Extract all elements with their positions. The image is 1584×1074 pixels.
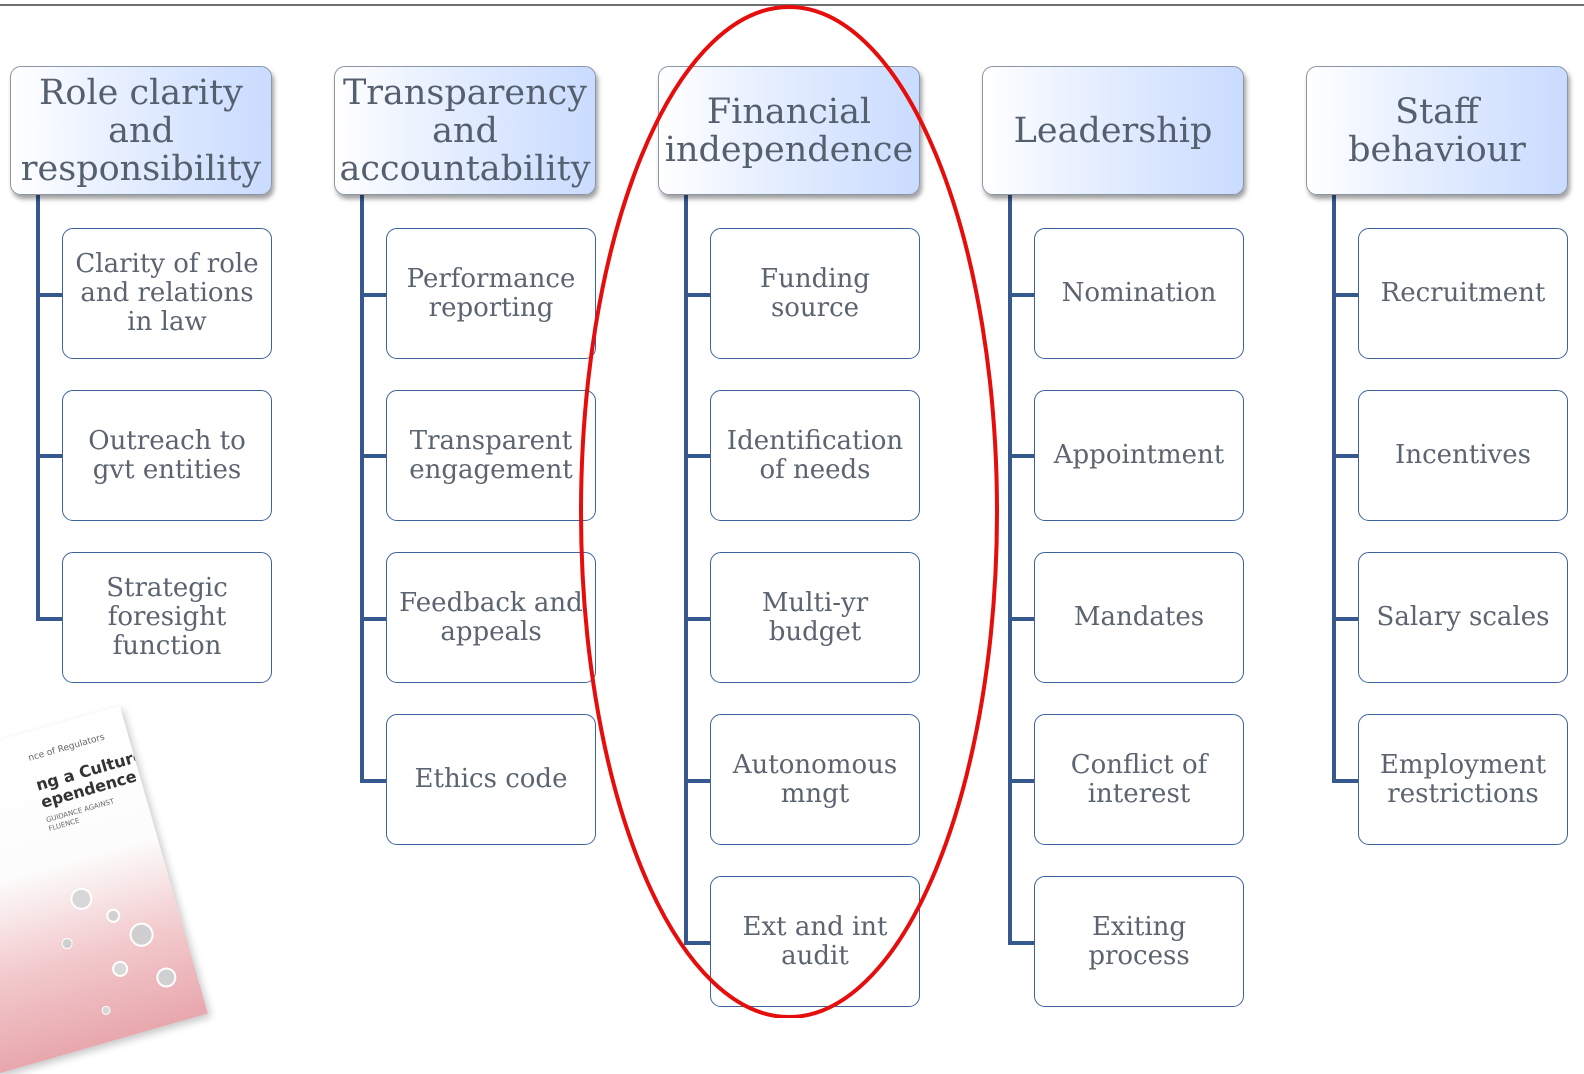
item-clarity-of-role: Clarity of role and relations in law (62, 228, 272, 359)
item-connector (684, 941, 711, 945)
item-label: Conflict of interest (1070, 749, 1208, 809)
category-staff-behaviour-header: Staff behaviour (1306, 66, 1568, 195)
item-connector (36, 293, 63, 297)
item-outreach: Outreach to gvt entities (62, 390, 272, 521)
item-connector (684, 617, 711, 621)
item-connector (1008, 779, 1035, 783)
item-connector (36, 617, 63, 621)
item-connector (360, 779, 387, 783)
item-strategic-foresight: Strategic foresight function (62, 552, 272, 683)
item-label: Employment restrictions (1379, 749, 1547, 809)
item-label: Exiting process (1088, 911, 1190, 971)
top-divider (0, 4, 1584, 6)
item-label: Strategic foresight function (106, 573, 228, 661)
item-label: Appointment (1053, 440, 1225, 470)
item-performance-reporting: Performance reporting (386, 228, 596, 359)
category-connector-vertical (360, 193, 364, 783)
item-connector (36, 454, 63, 458)
report-cover-artwork: nce of Regulators ng a Culture ependence… (27, 732, 177, 1015)
category-title: Financial independence (664, 91, 914, 170)
item-exiting-process: Exiting process (1034, 876, 1244, 1007)
item-connector (1332, 293, 1359, 297)
item-connector (1008, 941, 1035, 945)
item-appointment: Appointment (1034, 390, 1244, 521)
item-label: Recruitment (1380, 278, 1546, 308)
category-transparency-header: Transparency and accountability (334, 66, 596, 195)
item-label: Incentives (1395, 440, 1531, 470)
item-ethics-code: Ethics code (386, 714, 596, 845)
item-label: Transparent engagement (409, 425, 573, 485)
item-connector (684, 293, 711, 297)
item-connector (684, 454, 711, 458)
item-multi-year-budget: Multi-yr budget (710, 552, 920, 683)
item-label: Performance reporting (406, 263, 576, 323)
category-title: Leadership (1013, 110, 1213, 151)
item-identification-of-needs: Identification of needs (710, 390, 920, 521)
item-connector (1332, 779, 1359, 783)
category-leadership-header: Leadership (982, 66, 1244, 195)
item-connector (1332, 617, 1359, 621)
item-autonomous-management: Autonomous mngt (710, 714, 920, 845)
item-nomination: Nomination (1034, 228, 1244, 359)
item-label: Feedback and appeals (399, 587, 583, 647)
item-funding-source: Funding source (710, 228, 920, 359)
category-financial-independence-header: Financial independence (658, 66, 920, 195)
item-connector (360, 293, 387, 297)
item-conflict-of-interest: Conflict of interest (1034, 714, 1244, 845)
item-recruitment: Recruitment (1358, 228, 1568, 359)
item-label: Autonomous mngt (732, 749, 898, 809)
item-label: Salary scales (1376, 602, 1550, 632)
item-label: Clarity of role and relations in law (75, 249, 259, 337)
item-connector (360, 617, 387, 621)
item-connector (1008, 454, 1035, 458)
item-label: Nomination (1061, 278, 1217, 308)
category-role-clarity-header: Role clarity and responsibility (10, 66, 272, 195)
category-title: Staff behaviour (1348, 91, 1526, 170)
category-title: Transparency and accountability (339, 72, 591, 189)
item-salary-scales: Salary scales (1358, 552, 1568, 683)
item-label: Outreach to gvt entities (88, 425, 246, 485)
category-title: Role clarity and responsibility (20, 72, 262, 189)
category-connector-vertical (1332, 193, 1336, 783)
category-connector-vertical (1008, 193, 1012, 945)
item-label: Multi-yr budget (761, 587, 869, 647)
item-label: Ext and int audit (742, 911, 888, 971)
item-label: Ethics code (414, 764, 568, 794)
item-employment-restrictions: Employment restrictions (1358, 714, 1568, 845)
report-cover-image: nce of Regulators ng a Culture ependence… (0, 705, 208, 1074)
category-connector-vertical (36, 193, 40, 621)
item-connector (1008, 293, 1035, 297)
item-connector (1332, 454, 1359, 458)
item-transparent-engagement: Transparent engagement (386, 390, 596, 521)
item-mandates: Mandates (1034, 552, 1244, 683)
category-connector-vertical (684, 193, 688, 945)
item-incentives: Incentives (1358, 390, 1568, 521)
item-label: Mandates (1073, 602, 1205, 632)
item-external-internal-audit: Ext and int audit (710, 876, 920, 1007)
item-connector (360, 454, 387, 458)
item-feedback-appeals: Feedback and appeals (386, 552, 596, 683)
item-label: Identification of needs (726, 425, 904, 485)
item-label: Funding source (760, 263, 870, 323)
item-connector (684, 779, 711, 783)
item-connector (1008, 617, 1035, 621)
